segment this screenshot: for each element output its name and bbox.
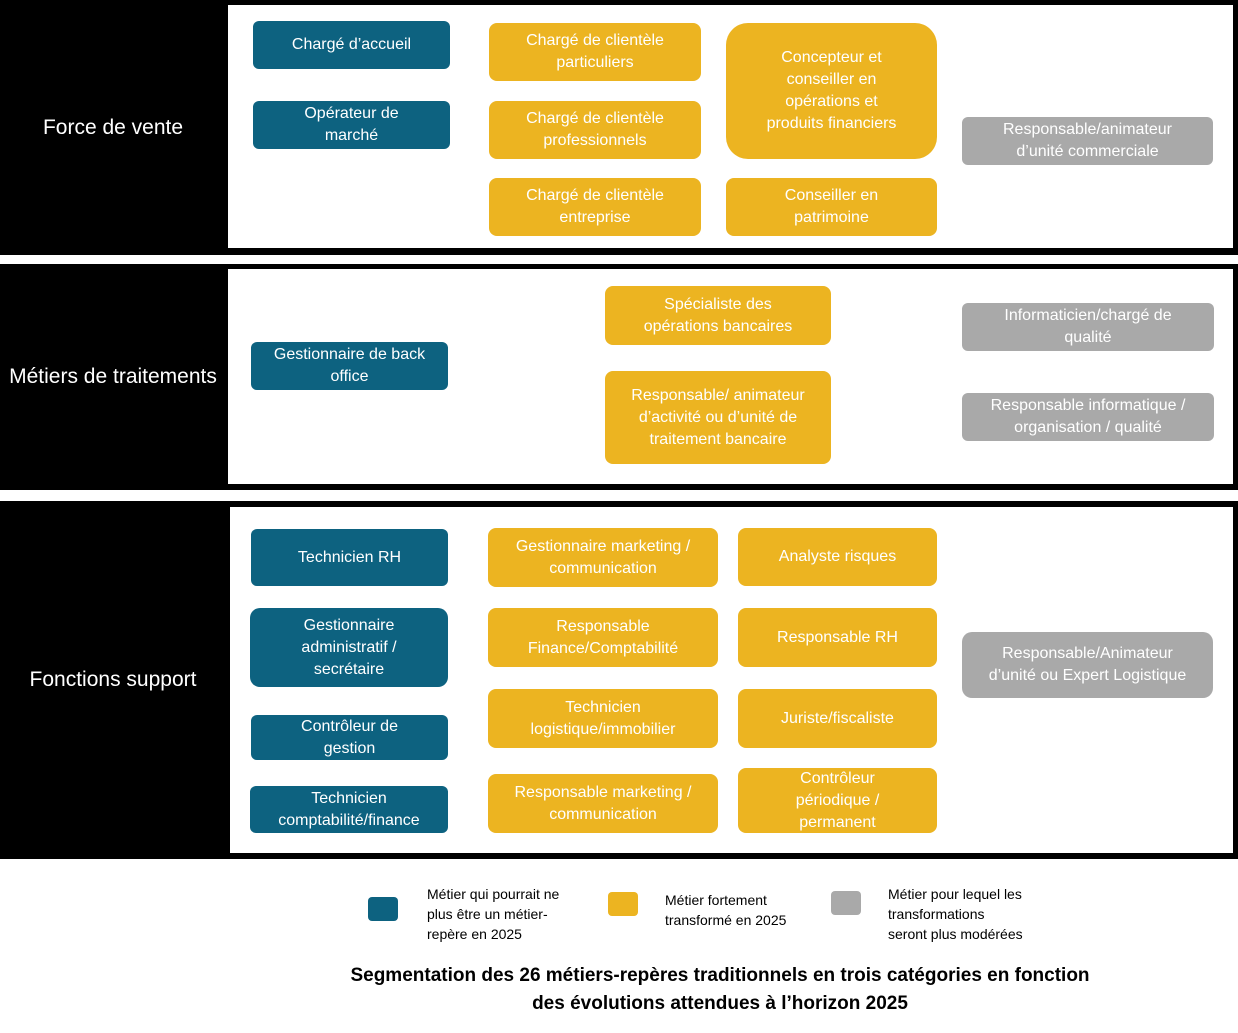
legend-swatch-gray	[831, 891, 861, 915]
job-box-teal: Opérateur de marché	[253, 101, 450, 149]
legend-text-teal: Métier qui pourrait ne plus être un méti…	[427, 886, 560, 942]
job-box-yellow: Gestionnaire marketing / communication	[488, 528, 718, 587]
job-box-yellow: Spécialiste des opérations bancaires	[605, 286, 831, 345]
job-box-gray: Responsable informatique / organisation …	[962, 393, 1214, 441]
job-box-teal: Contrôleur de gestion	[251, 715, 448, 760]
job-box-yellow: Analyste risques	[738, 528, 937, 586]
job-box-gray: Responsable/Animateur d’unité ou Expert …	[962, 632, 1213, 698]
job-box-yellow: Chargé de clientèle particuliers	[489, 23, 701, 81]
job-box-yellow: Chargé de clientèle professionnels	[489, 101, 701, 159]
job-box-yellow: Juriste/fiscaliste	[738, 689, 937, 748]
job-box-yellow: Contrôleur périodique / permanent	[738, 768, 937, 833]
job-box-yellow: Chargé de clientèle entreprise	[489, 178, 701, 236]
job-box-teal: Chargé d’accueil	[253, 21, 450, 69]
legend-swatch-yellow	[608, 892, 638, 916]
job-box-yellow: Responsable/ animateur d’activité ou d’u…	[605, 371, 831, 464]
section-label: Force de vente	[42, 115, 184, 139]
job-box-yellow: Conseiller en patrimoine	[726, 178, 937, 236]
job-box-teal: Gestionnaire de back office	[251, 342, 448, 390]
diagram-caption: Segmentation des 26 métiers-repères trad…	[350, 965, 1090, 1014]
job-box-yellow: Concepteur et conseiller en opérations e…	[726, 23, 937, 159]
job-box-gray: Responsable/animateur d’unité commercial…	[962, 117, 1213, 165]
job-box-teal: Technicien comptabilité/finance	[250, 786, 448, 833]
job-box-teal: Gestionnaire administratif / secrétaire	[250, 608, 448, 687]
job-box-gray: Informaticien/chargé de qualité	[962, 303, 1214, 351]
job-box-teal: Technicien RH	[251, 529, 448, 586]
section-label: Métiers de traitements	[9, 365, 217, 388]
legend-text-gray: Métier pour lequel les transformations s…	[888, 886, 1023, 942]
legend-swatch-teal	[368, 897, 398, 921]
job-box-yellow: Responsable Finance/Comptabilité	[488, 608, 718, 667]
job-box-yellow: Technicien logistique/immobilier	[488, 689, 718, 748]
job-box-yellow: Responsable marketing / communication	[488, 774, 718, 833]
job-box-yellow: Responsable RH	[738, 608, 937, 667]
section-label: Fonctions support	[29, 668, 197, 691]
legend-text-yellow: Métier fortement transformé en 2025	[665, 892, 787, 928]
